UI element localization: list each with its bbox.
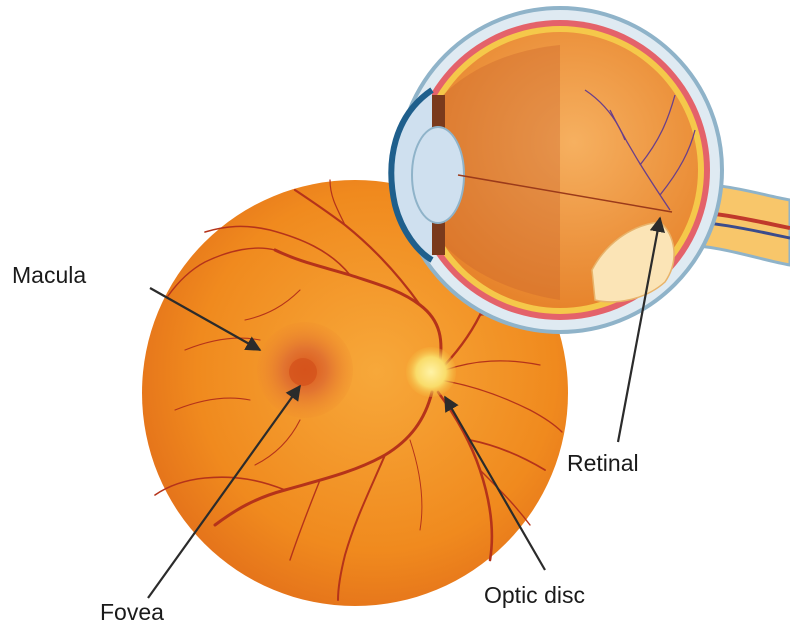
macula-label: Macula xyxy=(12,264,86,287)
fovea-pit xyxy=(289,358,317,386)
optic-disc-label: Optic disc xyxy=(484,584,585,607)
eyeball-cross-section xyxy=(391,8,790,332)
optic-disc xyxy=(406,347,456,397)
fovea-label: Fovea xyxy=(100,601,164,624)
lens xyxy=(412,127,464,223)
retinal-label: Retinal xyxy=(567,452,639,475)
